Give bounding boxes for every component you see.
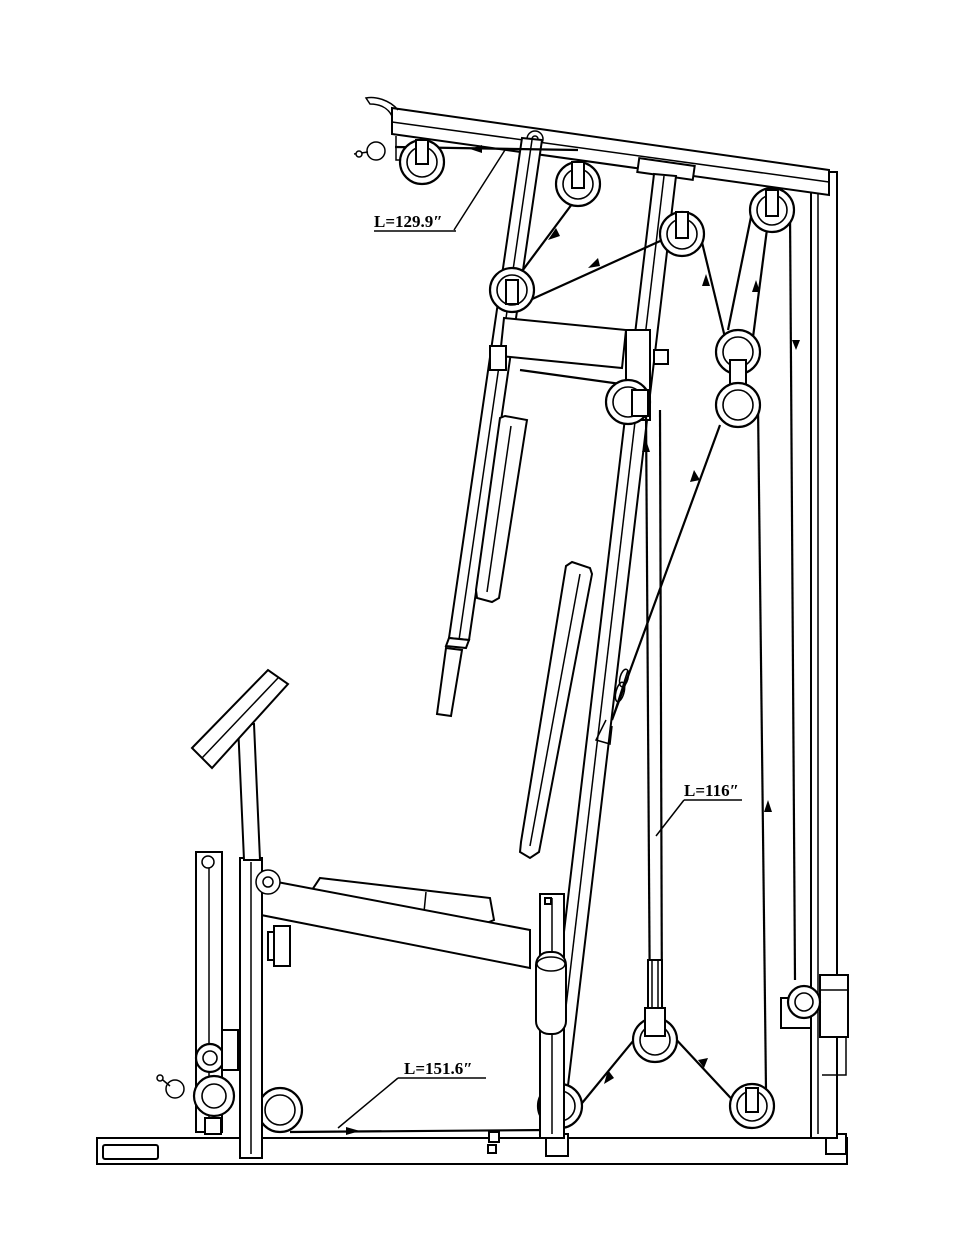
pulley-floating-lower (716, 383, 760, 427)
pulley-upright-top (660, 212, 704, 256)
press-arm (437, 138, 626, 716)
pulley-floating-upper (716, 330, 760, 386)
pulley-arm-upper (490, 268, 534, 312)
pulley-top-left (400, 140, 444, 184)
base-frame (97, 1132, 847, 1164)
pulley-bottom-left (258, 1088, 302, 1132)
pulley-arm-cam (606, 380, 650, 424)
label-top-cable: L=129.9″ (374, 212, 443, 231)
pulley-weight-carriage (633, 960, 677, 1062)
bench-assembly (157, 670, 566, 1158)
pulley-top-mid (556, 162, 600, 206)
pulley-rear-low (788, 986, 820, 1018)
pulley-rear-top (750, 188, 794, 232)
pulley-bottom-right (730, 1084, 774, 1128)
label-bottom-cable: L=151.6″ (404, 1059, 473, 1078)
label-middle-cable: L=116″ (684, 781, 739, 800)
